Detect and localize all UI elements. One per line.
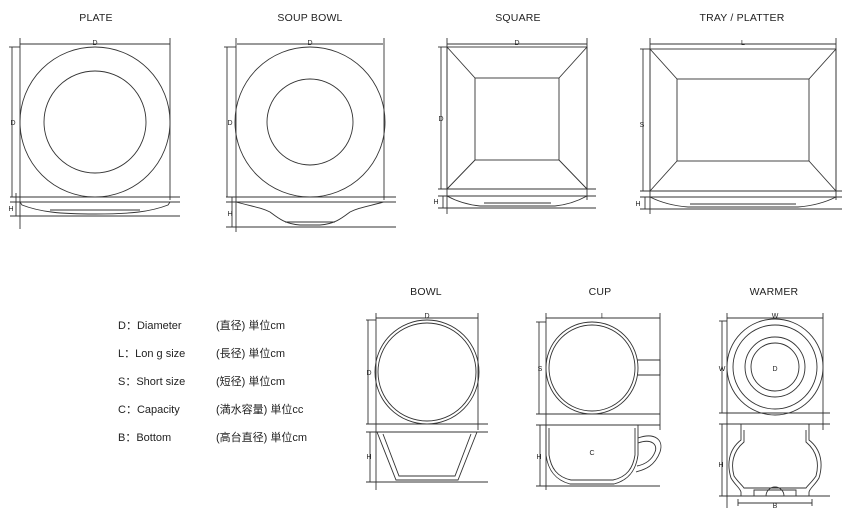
legend-unit: (直径) 単位cm [216,320,286,332]
legend-unit: (短径) 単位cm [216,376,286,388]
warmer-title: WARMER [749,286,799,298]
plate-drawing [9,38,180,229]
soup-bowl-title: SOUP BOWL [277,12,343,24]
legend-unit: (満水容量) 単位cc [216,404,304,416]
soup-bowl-side-d-label: D [227,120,232,127]
square-d-label: D [514,40,519,47]
legend-abbr: S：Short size [118,376,186,388]
cup-l-label: L [601,313,605,320]
bowl-title: BOWL [410,286,442,298]
warmer-w-label: W [772,313,779,320]
legend-unit: (高台直径) 単位cm [216,432,308,444]
plate-d-label: D [92,40,97,47]
square-drawing [438,38,596,214]
cup-title: CUP [588,286,612,298]
soup-bowl-drawing [224,38,396,232]
bowl-side-d-label: D [366,370,371,377]
tray-l-label: L [741,40,745,47]
warmer-drawing [719,313,830,508]
cup-drawing [536,313,662,490]
cup-c-label: C [589,450,594,457]
legend-unit: (長径) 単位cm [216,348,286,360]
warmer-h-label: H [718,462,723,469]
legend-abbr: D：Diameter [118,320,182,332]
warmer-b-label: B [773,503,778,508]
warmer-side-w-label: W [719,366,726,373]
bowl-h-label: H [366,454,371,461]
cup-h-label: H [536,454,541,461]
warmer-d-label: D [772,366,777,373]
plate-h-label: H [8,206,13,213]
tray-platter-drawing [640,38,842,214]
legend-abbr: L：Lon g size [118,348,186,360]
cup-s-label: S [538,366,543,373]
square-title: SQUARE [495,12,541,24]
tray-s-label: S [640,122,645,129]
square-side-d-label: D [438,116,443,123]
plate-side-d-label: D [10,120,15,127]
legend-abbr: C：Capacity [118,404,180,416]
square-h-label: H [433,199,438,206]
tray-h-label: H [635,201,640,208]
bowl-drawing [366,313,488,490]
legend-abbr: B：Bottom [118,432,172,444]
tray-platter-title: TRAY / PLATTER [699,12,785,24]
plate-title: PLATE [79,12,113,24]
soup-bowl-h-label: H [227,211,232,218]
bowl-d-label: D [424,313,429,320]
soup-bowl-d-label: D [307,40,312,47]
